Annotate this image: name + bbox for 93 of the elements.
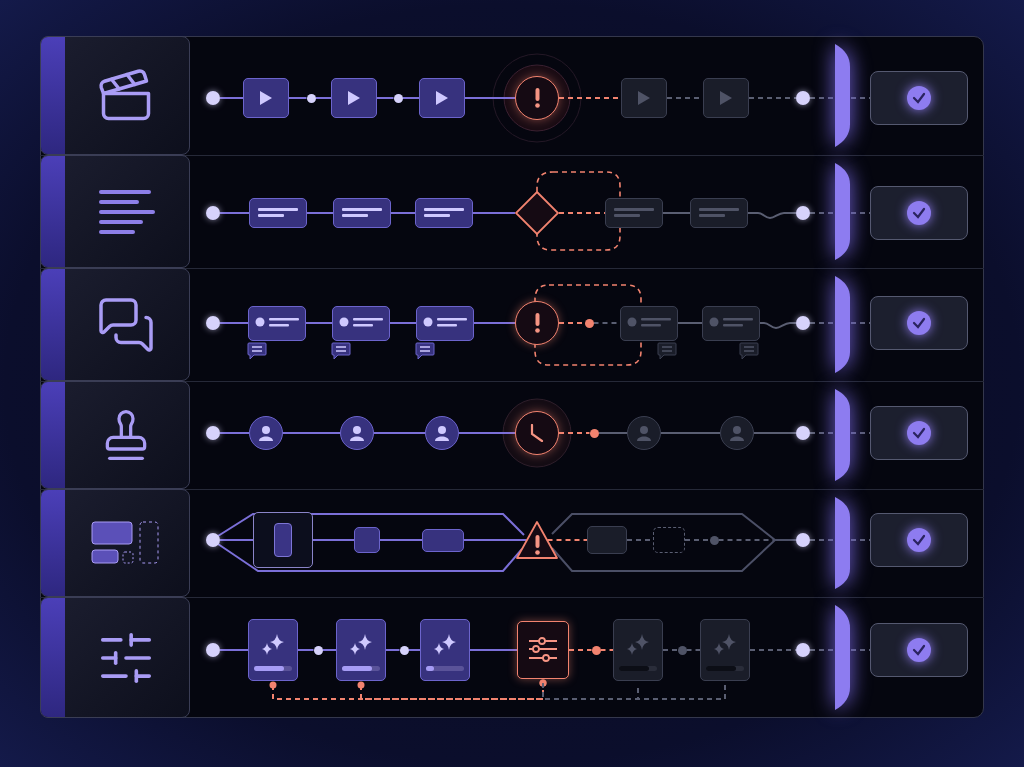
connector-line — [373, 432, 426, 434]
connector-line — [379, 539, 423, 541]
connector-line — [558, 432, 591, 434]
gate-bar — [835, 497, 851, 589]
step-box — [587, 526, 627, 554]
document-step-box — [690, 198, 748, 228]
message-step-card — [332, 305, 390, 341]
connector-line — [685, 649, 701, 651]
connector-line — [219, 539, 254, 541]
sparkle-step-card — [420, 619, 470, 681]
document-step-box — [333, 198, 391, 228]
connector-line — [389, 322, 417, 324]
connector-line — [297, 649, 315, 651]
connector-line — [660, 432, 721, 434]
play-step-box — [419, 78, 465, 118]
step-box — [354, 527, 380, 553]
document-step-box — [605, 198, 663, 228]
step-box — [422, 528, 464, 552]
gate-bar — [835, 163, 851, 260]
gate-bar — [835, 276, 851, 373]
connector-line — [469, 649, 518, 651]
sparkle-step-card — [336, 619, 386, 681]
connector-line — [809, 539, 836, 541]
connector-line — [809, 432, 836, 434]
connector-line — [219, 212, 250, 214]
document-step-box — [415, 198, 473, 228]
connector-line — [357, 679, 547, 700]
connector-line — [407, 649, 421, 651]
connector-line — [463, 539, 528, 541]
connector-line — [753, 432, 797, 434]
connector-line — [759, 322, 797, 329]
connector-line — [219, 97, 244, 99]
connector-line — [599, 649, 614, 651]
connector-line — [282, 432, 341, 434]
done-card — [870, 513, 968, 567]
connector-line — [684, 539, 711, 541]
play-step-box — [621, 78, 667, 118]
connector-line — [305, 322, 333, 324]
decision-diamond — [515, 191, 559, 235]
connector-line — [677, 322, 703, 324]
connector-line — [464, 97, 516, 99]
connector-line — [809, 97, 836, 99]
framed-step-box — [253, 512, 313, 568]
gate-bar — [835, 605, 851, 710]
connector-line — [390, 212, 416, 214]
connector-line — [219, 322, 249, 324]
connector-line — [219, 649, 249, 651]
connector-line — [749, 649, 797, 651]
done-card — [870, 296, 968, 350]
warning-triangle — [516, 521, 558, 559]
connector-line — [546, 539, 588, 541]
connector-line — [809, 322, 836, 324]
play-step-box — [243, 78, 289, 118]
connector-line — [662, 212, 691, 214]
connector-line — [597, 432, 628, 434]
connector-line — [542, 682, 726, 700]
connector-line — [219, 432, 250, 434]
connector-line — [288, 97, 308, 99]
done-card — [870, 406, 968, 460]
sparkle-step-card — [700, 619, 750, 681]
connector-line — [314, 97, 332, 99]
gate-bar — [835, 44, 851, 147]
connector-line — [809, 649, 836, 651]
connector-line — [568, 649, 593, 651]
connector-line — [269, 679, 547, 700]
connector-line — [748, 97, 797, 99]
message-step-card — [702, 305, 760, 341]
connector-line — [472, 212, 516, 214]
connector-line — [458, 432, 516, 434]
gate-bar — [835, 389, 851, 481]
connector-line — [312, 539, 355, 541]
message-step-card — [620, 305, 678, 341]
message-step-card — [416, 305, 474, 341]
connector-line — [385, 649, 401, 651]
play-step-box — [331, 78, 377, 118]
connector-line — [662, 649, 679, 651]
connector-line — [473, 322, 516, 324]
connector-line — [321, 649, 337, 651]
document-step-box — [249, 198, 307, 228]
done-card — [870, 71, 968, 125]
placeholder-box — [653, 527, 685, 553]
play-step-box — [703, 78, 749, 118]
connector-line — [809, 212, 836, 214]
message-step-card — [248, 305, 306, 341]
connector-line — [747, 212, 797, 219]
settings-step-card — [517, 621, 569, 679]
sparkle-step-card — [248, 619, 298, 681]
connector-line — [306, 212, 334, 214]
sparkle-step-card — [613, 619, 663, 681]
connector-line — [376, 97, 395, 99]
connector-line — [401, 97, 420, 99]
done-card — [870, 623, 968, 677]
done-card — [870, 186, 968, 240]
